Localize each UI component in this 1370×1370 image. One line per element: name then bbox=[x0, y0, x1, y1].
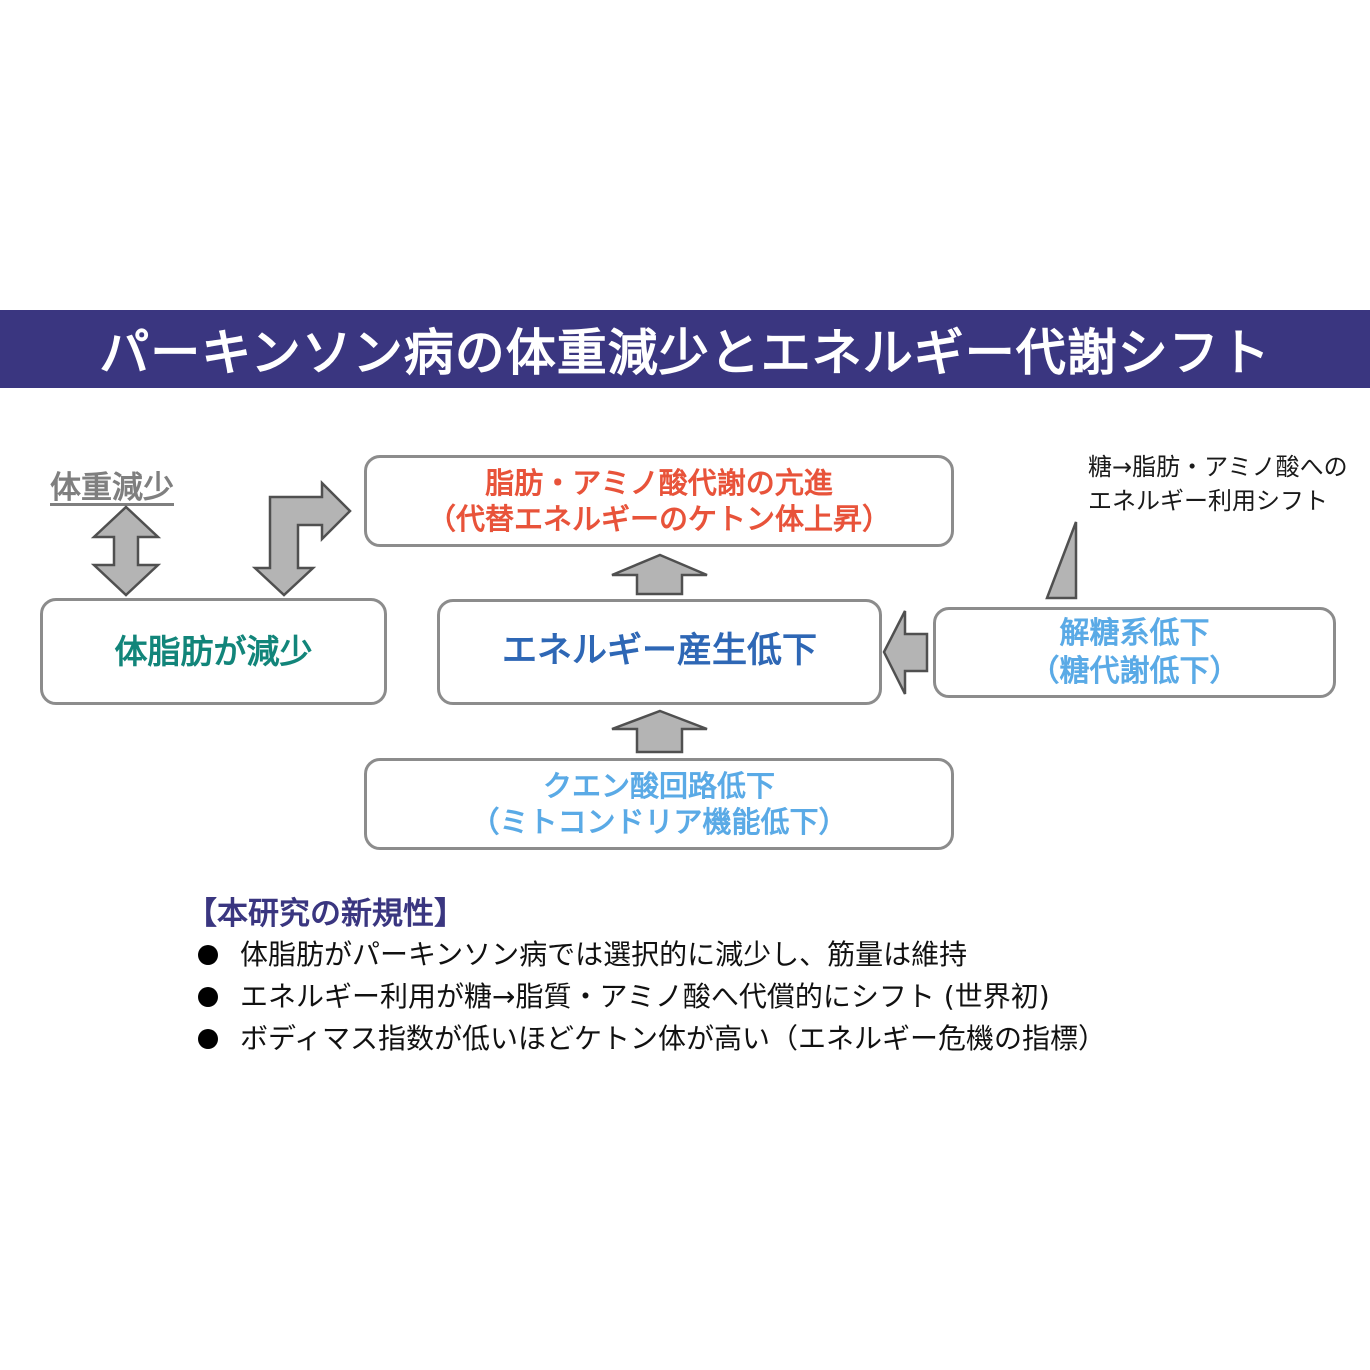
page-title: パーキンソン病の体重減少とエネルギー代謝シフト bbox=[99, 324, 1271, 382]
energy-production-box: エネルギー産生低下 bbox=[437, 599, 882, 705]
citric-acid-cycle-box: クエン酸回路低下 （ミトコンドリア機能低下） bbox=[364, 758, 954, 850]
novelty-item: 体脂肪がパーキンソン病では選択的に減少し、筋量は維持 bbox=[198, 934, 1106, 976]
up-arrow-citric-to-energy bbox=[611, 709, 708, 754]
novelty-heading: 【本研究の新規性】 bbox=[186, 896, 465, 932]
weight-loss-label: 体重減少 bbox=[50, 470, 174, 506]
novelty-item-text: 体脂肪がパーキンソン病では選択的に減少し、筋量は維持 bbox=[240, 938, 968, 971]
glycolysis-line-2: （糖代謝低下） bbox=[1029, 653, 1240, 689]
fat-amino-line-2: （代替エネルギーのケトン体上昇） bbox=[426, 502, 891, 536]
novelty-list: 体脂肪がパーキンソン病では選択的に減少し、筋量は維持 エネルギー利用が糖→脂質・… bbox=[198, 934, 1106, 1060]
citric-line-2: （ミトコンドリア機能低下） bbox=[470, 805, 848, 839]
bullet-dot-icon bbox=[198, 945, 218, 965]
double-arrow-weight-fat bbox=[90, 505, 162, 597]
energy-shift-note: 糖→脂肪・アミノ酸への エネルギー利用シフト bbox=[1088, 451, 1348, 518]
glycolysis-box: 解糖系低下 （糖代謝低下） bbox=[933, 607, 1336, 698]
note-line-2: エネルギー利用シフト bbox=[1088, 486, 1328, 515]
bullet-dot-icon bbox=[198, 987, 218, 1007]
up-arrow-energy-to-metabolism bbox=[611, 553, 708, 596]
fat-amino-line-1: 脂肪・アミノ酸代謝の亢進 bbox=[485, 465, 833, 500]
note-line-1: 糖→脂肪・アミノ酸への bbox=[1088, 453, 1348, 481]
novelty-item-text: ボディマス指数が低いほどケトン体が高い（エネルギー危機の指標） bbox=[240, 1022, 1107, 1055]
glycolysis-line-1: 解糖系低下 bbox=[1059, 616, 1210, 651]
novelty-item-text: エネルギー利用が糖→脂質・アミノ酸へ代償的にシフト (世界初) bbox=[240, 980, 1050, 1013]
bent-arrow-fat-to-metabolism bbox=[251, 479, 352, 597]
title-banner: パーキンソン病の体重減少とエネルギー代謝シフト bbox=[0, 310, 1370, 388]
citric-line-1: クエン酸回路低下 bbox=[542, 768, 775, 803]
novelty-item: ボディマス指数が低いほどケトン体が高い（エネルギー危機の指標） bbox=[198, 1018, 1106, 1060]
energy-production-text: エネルギー産生低下 bbox=[501, 631, 817, 672]
novelty-item: エネルギー利用が糖→脂質・アミノ酸へ代償的にシフト (世界初) bbox=[198, 976, 1106, 1018]
bent-arrow-glycolysis-to-metabolism bbox=[1045, 521, 1078, 600]
bullet-dot-icon bbox=[198, 1029, 218, 1049]
body-fat-text: 体脂肪が減少 bbox=[114, 631, 313, 671]
body-fat-box: 体脂肪が減少 bbox=[40, 598, 387, 705]
left-arrow-glycolysis-to-energy bbox=[882, 610, 929, 695]
fat-amino-metabolism-box: 脂肪・アミノ酸代謝の亢進 （代替エネルギーのケトン体上昇） bbox=[364, 455, 954, 547]
